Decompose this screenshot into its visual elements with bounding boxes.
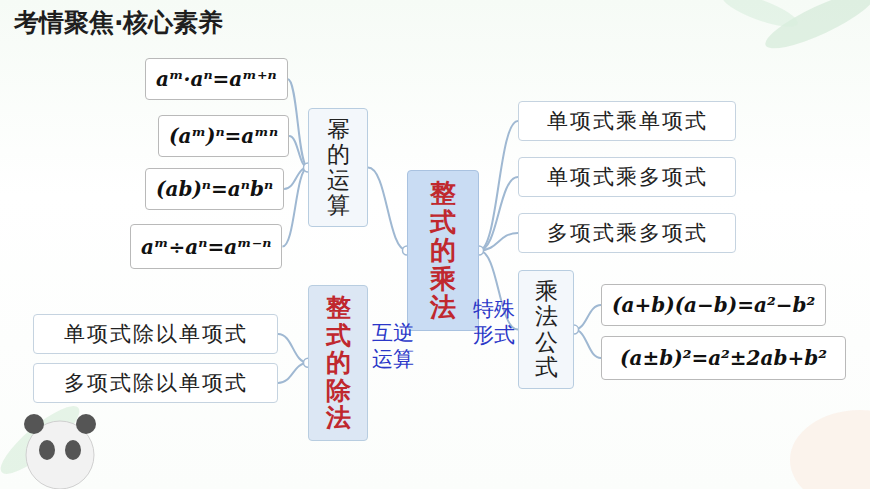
node-text: 幂的运算 [327, 117, 350, 218]
topic-box: 单项式乘多项式 [518, 157, 736, 197]
connector [479, 233, 518, 250]
corner-blob [790, 410, 870, 489]
annotation-label: 互逆运算 [372, 320, 420, 373]
connector [282, 168, 308, 247]
node-text: aᵐ÷aⁿ=aᵐ⁻ⁿ [141, 235, 271, 259]
formula-box: (aᵐ)ⁿ=aᵐⁿ [158, 115, 289, 157]
connector [278, 363, 308, 383]
connector [288, 79, 308, 168]
formula-box: (ab)ⁿ=aⁿbⁿ [145, 168, 284, 210]
node-text: (a±b)²=a²±2ab+b² [620, 346, 827, 370]
central-topic: 整式的乘法 [407, 170, 479, 331]
node-text: (aᵐ)ⁿ=aᵐⁿ [169, 124, 278, 148]
panda-eye [39, 440, 55, 460]
node-text: 整式的乘法 [430, 179, 456, 322]
connector [479, 177, 518, 250]
node-text: 多项式除以单项式 [64, 369, 248, 397]
topic-box: 单项式乘单项式 [518, 101, 736, 141]
central-topic: 整式的除法 [308, 285, 368, 441]
formula-box: aᵐ÷aⁿ=aᵐ⁻ⁿ [130, 224, 282, 269]
node-text: 多项式乘多项式 [547, 219, 708, 247]
connector [289, 136, 308, 168]
formula-box: aᵐ·aⁿ=aᵐ⁺ⁿ [145, 58, 288, 100]
node-text: (a+b)(a−b)=a²−b² [612, 293, 815, 317]
node-text: (ab)ⁿ=aⁿbⁿ [156, 177, 273, 201]
node-text: 整式的除法 [326, 294, 351, 432]
topic-box: 多项式乘多项式 [518, 213, 736, 253]
connector [574, 330, 601, 358]
node-text: 单项式乘单项式 [547, 107, 708, 135]
group-box: 幂的运算 [308, 108, 368, 227]
connector [368, 168, 407, 251]
connector [574, 305, 601, 330]
node-text: 乘法公式 [535, 279, 558, 380]
node-text: 单项式乘多项式 [547, 163, 708, 191]
formula-box: (a+b)(a−b)=a²−b² [601, 284, 826, 326]
panda-ear [24, 414, 44, 434]
node-text: aᵐ·aⁿ=aᵐ⁺ⁿ [156, 67, 277, 91]
panda-eye [65, 440, 81, 460]
topic-box: 多项式除以单项式 [33, 363, 278, 403]
leaf [719, 0, 801, 33]
annotation-label: 特殊形式 [473, 296, 521, 349]
group-box: 乘法公式 [518, 270, 574, 389]
formula-box: (a±b)²=a²±2ab+b² [601, 336, 846, 380]
connector [479, 121, 518, 250]
connector [278, 334, 308, 363]
node-text: 单项式除以单项式 [64, 320, 248, 348]
topic-box: 单项式除以单项式 [33, 314, 278, 354]
page-title: 考情聚焦·核心素养 [14, 6, 224, 39]
panda-ear [76, 414, 96, 434]
